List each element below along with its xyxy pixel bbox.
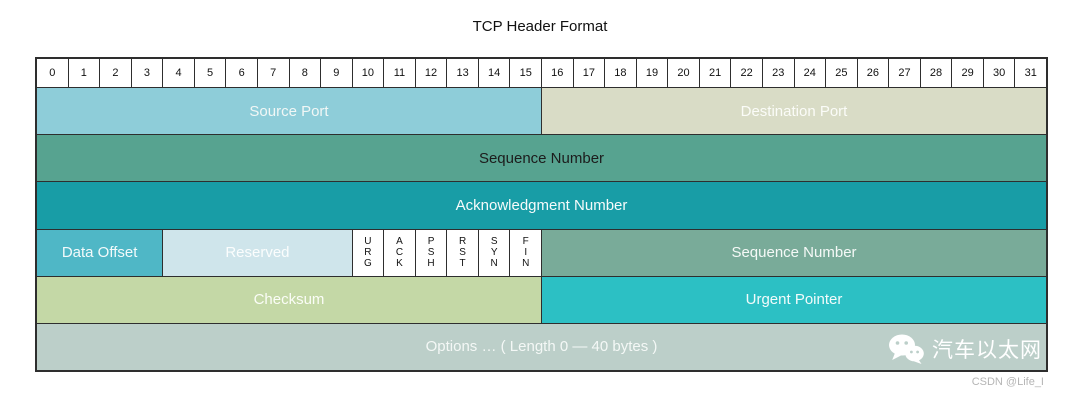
bit-number: 10: [352, 59, 384, 87]
field-acknowledgment-number: Acknowledgment Number: [37, 182, 1046, 229]
bit-number: 20: [668, 59, 699, 87]
bit-number: 4: [163, 59, 194, 87]
field-data-offset: Data Offset: [37, 229, 163, 276]
bit-number: 31: [1015, 59, 1046, 87]
bit-number: 9: [321, 59, 352, 87]
field-flag-psh: P S H: [415, 229, 447, 276]
field-flag-ack: A C K: [384, 229, 415, 276]
bit-number: 26: [857, 59, 889, 87]
diagram-title: TCP Header Format: [472, 18, 608, 35]
field-urgent-pointer: Urgent Pointer: [542, 276, 1046, 323]
bit-number: 25: [826, 59, 857, 87]
bit-number: 7: [257, 59, 289, 87]
field-window: Sequence Number: [542, 229, 1046, 276]
bit-number: 21: [699, 59, 731, 87]
bit-number: 8: [289, 59, 321, 87]
field-checksum: Checksum: [37, 276, 541, 323]
field-options: Options … ( Length 0 — 40 bytes ): [37, 323, 1046, 370]
bit-number: 11: [384, 59, 415, 87]
bit-number: 12: [415, 59, 447, 87]
field-source-port: Source Port: [37, 88, 541, 135]
bit-number: 14: [478, 59, 510, 87]
bit-number: 3: [131, 59, 163, 87]
tcp-header-table: 0 1 2 3 4 5 6 7 8 9 10 11 12 13 14 15 16…: [35, 57, 1048, 372]
field-sequence-number: Sequence Number: [37, 135, 1046, 182]
bit-number: 23: [762, 59, 794, 87]
bit-number: 16: [542, 59, 573, 87]
bit-number: 28: [920, 59, 952, 87]
bit-number: 13: [447, 59, 478, 87]
field-flag-syn: S Y N: [478, 229, 510, 276]
bit-number: 30: [983, 59, 1015, 87]
watermark-credit: CSDN @Life_I: [971, 376, 1044, 388]
bit-number: 6: [226, 59, 257, 87]
field-flag-rst: R S T: [447, 229, 478, 276]
bit-number: 18: [605, 59, 636, 87]
bit-number: 24: [794, 59, 826, 87]
bit-number: 1: [68, 59, 100, 87]
bit-number: 22: [731, 59, 762, 87]
bit-number: 17: [573, 59, 605, 87]
bit-number: 19: [636, 59, 668, 87]
field-reserved: Reserved: [163, 229, 352, 276]
bit-number: 5: [194, 59, 226, 87]
bit-number: 2: [100, 59, 131, 87]
bit-number: 29: [952, 59, 983, 87]
field-flag-urg: U R G: [352, 229, 384, 276]
field-destination-port: Destination Port: [542, 88, 1046, 135]
bit-number: 15: [510, 59, 541, 87]
bit-number: 27: [889, 59, 920, 87]
field-flag-fin: F I N: [510, 229, 541, 276]
bit-number: 0: [37, 59, 68, 87]
